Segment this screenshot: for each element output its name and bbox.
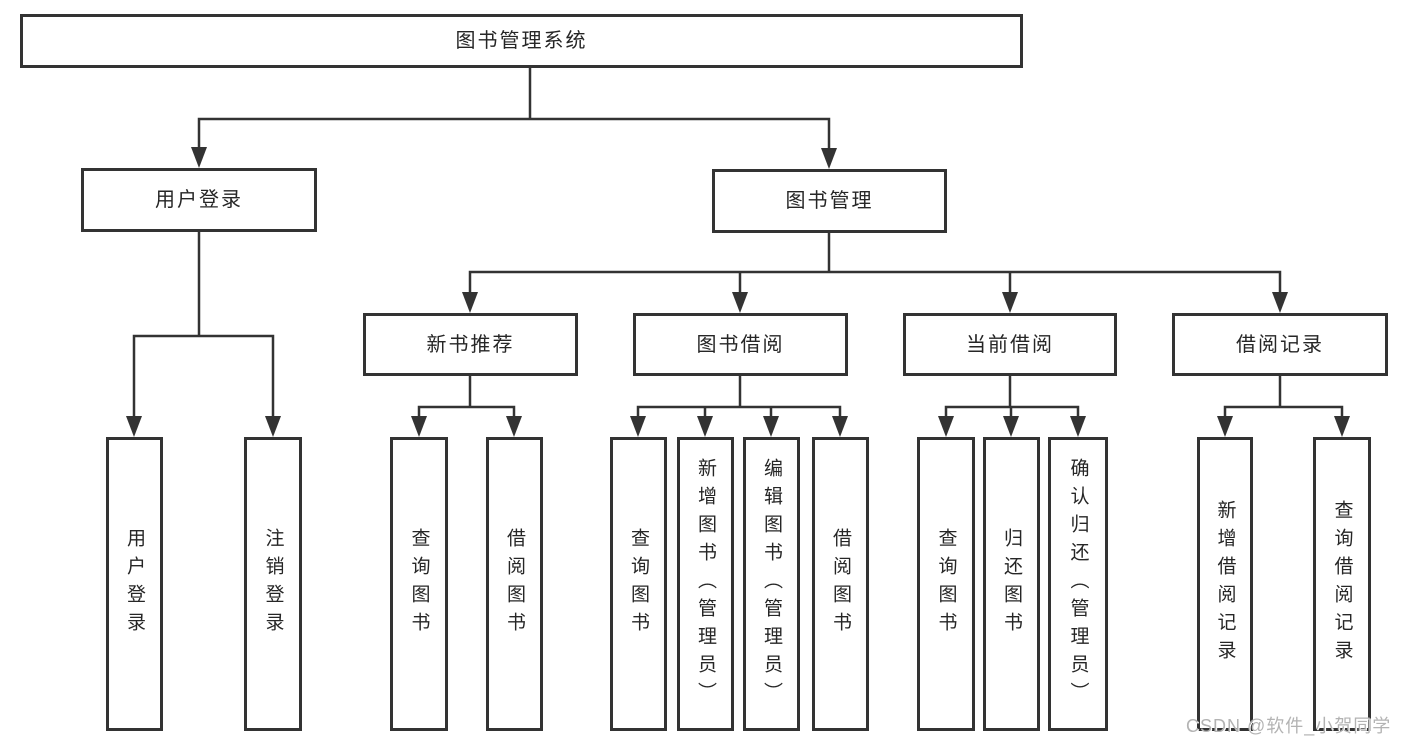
leaf-return-books: 归还图书 [983, 437, 1040, 731]
arrowhead-icon [462, 292, 478, 313]
arrowhead-icon [697, 416, 713, 437]
connector-book-borrow-to-children [630, 376, 848, 437]
arrowhead-icon [1002, 292, 1018, 313]
connector-root-to-level2 [191, 68, 837, 169]
node-borrowing-records: 借阅记录 [1172, 313, 1388, 376]
arrowhead-icon [1217, 416, 1233, 437]
connector-new-book-rec-to-children [411, 376, 522, 437]
arrowhead-icon [411, 416, 427, 437]
arrowhead-icon [1272, 292, 1288, 313]
node-current-borrowing: 当前借阅 [903, 313, 1117, 376]
node-new-book-recommend: 新书推荐 [363, 313, 578, 376]
connector-borrow-records-to-children [1217, 376, 1350, 437]
arrowhead-icon [1334, 416, 1350, 437]
leaf-confirm-return-admin: 确认归还（管理员） [1048, 437, 1108, 731]
leaf-query-borrow-record: 查询借阅记录 [1313, 437, 1371, 731]
arrowhead-icon [1003, 416, 1019, 437]
watermark: CSDN @软件_小贺同学 [1186, 716, 1392, 736]
node-root-system: 图书管理系统 [20, 14, 1023, 68]
leaf-user-login: 用户登录 [106, 437, 163, 731]
arrowhead-icon [732, 292, 748, 313]
leaf-borrow-books-borrowing: 借阅图书 [812, 437, 869, 731]
leaf-query-books-recommend: 查询图书 [390, 437, 448, 731]
arrowhead-icon [126, 416, 142, 437]
arrowhead-icon [630, 416, 646, 437]
arrowhead-icon [763, 416, 779, 437]
leaf-query-books-current: 查询图书 [917, 437, 975, 731]
leaf-borrow-books-recommend: 借阅图书 [486, 437, 543, 731]
leaf-logout: 注销登录 [244, 437, 302, 731]
leaf-edit-book-admin: 编辑图书（管理员） [743, 437, 800, 731]
arrowhead-icon [938, 416, 954, 437]
arrowhead-icon [821, 148, 837, 169]
leaf-add-borrow-record: 新增借阅记录 [1197, 437, 1253, 731]
arrowhead-icon [1070, 416, 1086, 437]
node-book-management: 图书管理 [712, 169, 947, 233]
node-book-borrowing: 图书借阅 [633, 313, 848, 376]
connector-book-mgmt-to-level3 [462, 233, 1288, 313]
arrowhead-icon [191, 147, 207, 168]
connector-current-borrow-to-children [938, 376, 1086, 437]
arrowhead-icon [265, 416, 281, 437]
node-user-login: 用户登录 [81, 168, 317, 232]
leaf-query-books-borrowing: 查询图书 [610, 437, 667, 731]
arrowhead-icon [506, 416, 522, 437]
connector-user-login-to-children [126, 232, 281, 437]
leaf-add-book-admin: 新增图书（管理员） [677, 437, 734, 731]
arrowhead-icon [832, 416, 848, 437]
